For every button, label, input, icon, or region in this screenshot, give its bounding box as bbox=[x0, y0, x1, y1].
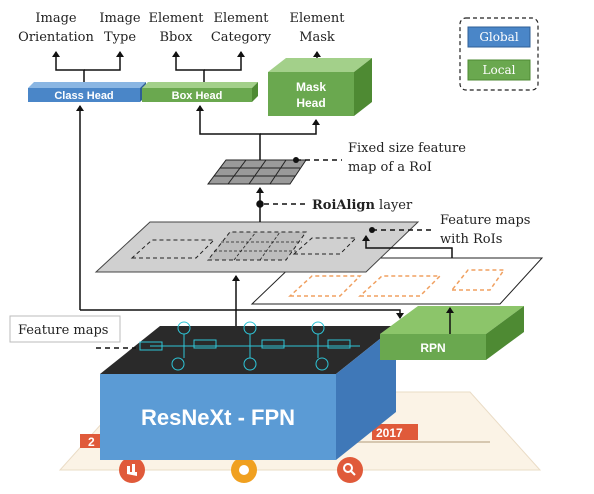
backbone-top-face bbox=[100, 326, 396, 374]
backbone-label: ResNeXt - FPN bbox=[141, 405, 295, 430]
feature-rois-label-1: Feature maps bbox=[440, 213, 530, 228]
backbone-block: ResNeXt - FPN bbox=[100, 321, 396, 460]
class-head-label: Class Head bbox=[54, 90, 113, 102]
roialign-label: RoiAlign layer bbox=[312, 198, 413, 213]
backbone-front-face bbox=[100, 374, 336, 460]
output-arrows bbox=[52, 51, 321, 82]
output-category-label-2: Category bbox=[211, 30, 272, 45]
legend-global-label: Global bbox=[479, 30, 518, 44]
fixed-size-label-2: map of a RoI bbox=[348, 160, 432, 175]
feature-rois-label-2: with RoIs bbox=[440, 232, 502, 247]
head-input-arrows bbox=[76, 105, 454, 334]
rpn-label: RPN bbox=[420, 341, 445, 355]
callout-lines bbox=[96, 159, 432, 349]
feature-maps-label: Feature maps bbox=[18, 323, 108, 338]
mask-head: Mask Head bbox=[268, 58, 372, 116]
output-bbox-label-1: Element bbox=[149, 11, 205, 26]
output-category-label-1: Element bbox=[214, 11, 270, 26]
feature-maps-callout: Feature maps bbox=[9, 315, 121, 343]
output-mask-label-1: Element bbox=[290, 11, 346, 26]
output-image-type-label-1: Image bbox=[99, 11, 141, 26]
doc-year-right-tag bbox=[372, 424, 418, 440]
legend-local-label: Local bbox=[483, 63, 516, 77]
box-head: Box Head bbox=[142, 82, 258, 102]
legend-local-swatch bbox=[467, 59, 531, 81]
circuit-pattern bbox=[139, 321, 360, 371]
doc-year-right: 2017 bbox=[376, 426, 403, 440]
output-mask-label-2: Mask bbox=[299, 30, 335, 45]
rpn-block: RPN bbox=[380, 306, 524, 360]
roi-fixed-feature-map bbox=[207, 159, 307, 185]
output-image-label: Image bbox=[35, 11, 77, 26]
legend-global-swatch bbox=[467, 26, 531, 48]
output-image-type-label-2: Type bbox=[104, 30, 136, 45]
mask-head-label-2: Head bbox=[296, 96, 325, 110]
mask-head-label-1: Mask bbox=[296, 80, 326, 94]
doc-search-icon bbox=[337, 457, 363, 483]
box-head-label: Box Head bbox=[172, 90, 223, 102]
output-orientation-label: Orientation bbox=[18, 30, 94, 45]
fixed-size-label-1: Fixed size feature bbox=[348, 141, 466, 156]
legend: Global Local bbox=[459, 17, 539, 91]
roi-feature-plane bbox=[94, 221, 420, 273]
class-head: Class Head bbox=[28, 82, 146, 102]
output-bbox-label-2: Bbox bbox=[159, 30, 193, 45]
doc-year-left-label: 2 bbox=[88, 435, 95, 449]
